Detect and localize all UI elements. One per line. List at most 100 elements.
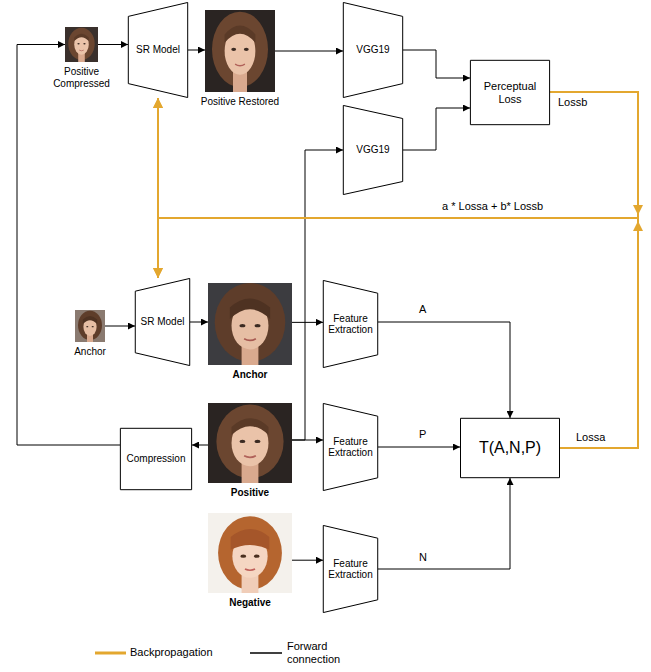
image-caption: Positive <box>210 487 290 499</box>
drawing-part <box>255 324 261 327</box>
node-label: Feature Extraction <box>326 436 375 459</box>
node-label: Perceptual Loss <box>473 80 547 105</box>
drawing-part <box>74 34 89 54</box>
node-label: VGG19 <box>356 44 389 56</box>
drawing-part <box>83 43 85 44</box>
forward-arrow <box>292 322 323 323</box>
drawing-part <box>92 326 94 327</box>
encoder-trapezoid: Feature Extraction <box>323 525 378 613</box>
drawing-part <box>240 324 246 327</box>
process-box: Compression <box>120 428 192 490</box>
node-label: Feature Extraction <box>326 313 375 336</box>
image-caption: Anchor <box>60 346 120 358</box>
forward-arrow <box>292 440 323 441</box>
drawing-part <box>86 326 88 327</box>
node-label: Feature Extraction <box>326 558 375 581</box>
outline-shape <box>343 2 402 97</box>
encoder-trapezoid: Feature Extraction <box>323 280 378 368</box>
drawing-part <box>245 569 255 570</box>
legend-text: Backpropagation <box>130 646 240 659</box>
edge-label: N <box>417 551 429 564</box>
face-photo <box>205 10 275 92</box>
outline-shape <box>323 403 377 490</box>
sr-model-trapezoid: SR Model <box>128 2 188 98</box>
outline-shape <box>135 278 189 365</box>
photo-node: Anchor <box>75 310 105 342</box>
photo-node: Anchor <box>208 283 292 365</box>
outline-shape <box>128 2 187 97</box>
encoder-trapezoid: Feature Extraction <box>323 403 378 491</box>
image-caption: Anchor <box>210 369 290 381</box>
forward-arrow <box>98 44 128 45</box>
legend-text: Forward connection <box>287 640 347 666</box>
drawing-part <box>232 418 269 435</box>
backprop-arrow <box>158 92 638 278</box>
image-caption: Positive Restored <box>200 96 280 108</box>
drawing-part <box>208 283 292 365</box>
drawing-part <box>225 26 256 43</box>
drawing-part <box>77 43 79 44</box>
process-box: T(A,N,P) <box>460 418 560 478</box>
image-caption: Negative <box>210 597 290 609</box>
edge-label: Lossb <box>556 96 589 109</box>
face-photo <box>65 27 98 62</box>
face-photo <box>75 310 105 342</box>
drawing-part <box>83 316 97 324</box>
node-text-area: Perceptual Loss <box>470 60 550 125</box>
drawing-part <box>74 34 89 41</box>
drawing-part <box>65 27 98 62</box>
drawing-part <box>244 339 256 341</box>
sr-model-trapezoid: SR Model <box>135 278 190 366</box>
outline-shape <box>470 60 549 124</box>
backprop-arrow <box>158 218 638 448</box>
image-caption: Positive Compressed <box>42 66 122 90</box>
node-label: SR Model <box>141 316 185 328</box>
forward-arrow <box>403 50 470 78</box>
node-text-area: Feature Extraction <box>323 280 378 368</box>
face-photo <box>208 403 292 483</box>
drawing-part <box>79 50 84 52</box>
drawing-part <box>231 529 270 550</box>
forward-arrow <box>275 51 343 52</box>
edge-label: Lossa <box>574 431 607 444</box>
encoder-trapezoid: VGG19 <box>343 105 403 195</box>
face-photo <box>208 283 292 365</box>
outline-shape <box>323 280 377 367</box>
drawing-part <box>240 555 246 558</box>
drawing-part <box>255 440 261 443</box>
node-label: Compression <box>127 453 186 465</box>
outline-shape <box>343 105 402 194</box>
forward-arrow <box>403 108 470 150</box>
drawing-part <box>208 513 292 593</box>
drawing-part <box>240 440 246 443</box>
drawing-part <box>205 10 275 92</box>
forward-arrow <box>378 447 460 448</box>
drawing-part <box>230 299 270 320</box>
legend-line-sample <box>95 652 126 655</box>
photo-node: Positive Restored <box>205 10 275 92</box>
node-text-area: SR Model <box>135 278 190 366</box>
node-label: VGG19 <box>356 144 389 156</box>
formula-label: a * Lossa + b* Lossb <box>440 200 545 213</box>
node-label: T(A,N,P) <box>479 439 541 457</box>
drawing-part <box>254 555 260 558</box>
drawing-part <box>78 311 102 340</box>
edge-label: A <box>417 303 428 316</box>
edge-label: P <box>417 428 428 441</box>
drawing-part <box>244 48 249 51</box>
photo-node: Positive <box>208 403 292 483</box>
node-text-area: Feature Extraction <box>323 525 378 613</box>
process-box: Perceptual Loss <box>470 60 550 125</box>
forward-arrow <box>190 322 208 323</box>
node-text-area: VGG19 <box>343 2 403 98</box>
node-text-area: SR Model <box>128 2 188 98</box>
backprop-arrow <box>158 98 638 448</box>
photo-node: Negative <box>208 513 292 593</box>
drawing-part <box>235 64 245 66</box>
backprop-arrow <box>158 92 638 218</box>
node-label: SR Model <box>136 44 180 56</box>
outline-shape <box>120 428 191 489</box>
node-text-area: Feature Extraction <box>323 403 378 491</box>
drawing-part <box>75 310 105 342</box>
